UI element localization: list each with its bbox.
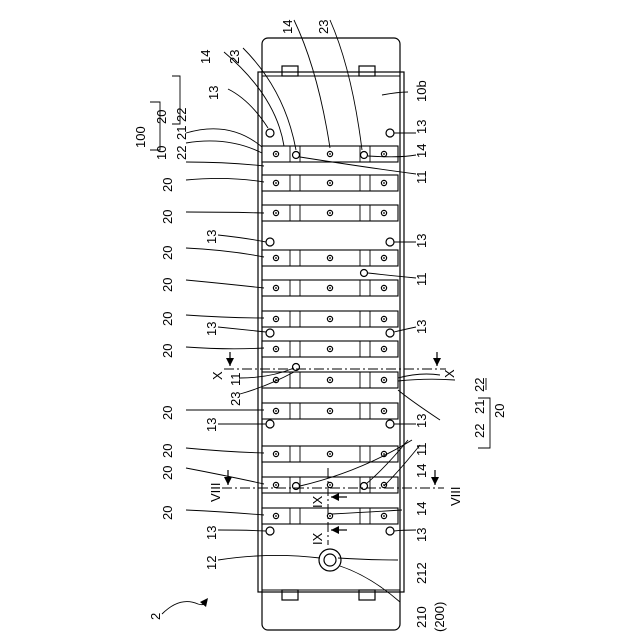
label-20-b: 20 — [160, 210, 175, 224]
label-13-right-d: 13 — [414, 414, 429, 428]
label-10: 10 — [154, 146, 169, 160]
connector — [319, 549, 341, 571]
battery-module-8 — [262, 372, 398, 388]
label-20-j: 20 — [160, 506, 175, 520]
label-12: 12 — [204, 556, 219, 570]
battery-module-12 — [262, 508, 398, 524]
label-13-right-b: 13 — [414, 234, 429, 248]
label-20-g: 20 — [160, 406, 175, 420]
label-X-right: X — [442, 369, 457, 378]
label-13-left-b: 13 — [204, 322, 219, 336]
battery-module-7 — [262, 341, 398, 357]
label-IX-bottom: IX — [310, 532, 325, 545]
label-13-left-a: 13 — [204, 230, 219, 244]
label-20-i: 20 — [160, 466, 175, 480]
battery-modules — [262, 146, 398, 524]
label-13-left-d: 13 — [204, 526, 219, 540]
battery-module-6 — [262, 311, 398, 327]
battery-module-3 — [262, 205, 398, 221]
label-14-top-a: 14 — [198, 50, 213, 64]
label-20-right: 20 — [492, 404, 507, 418]
label-11-right-b: 11 — [414, 273, 429, 287]
label-13-right-c: 13 — [414, 320, 429, 334]
label-VIII-left: VIII — [208, 482, 223, 502]
label-20-h: 20 — [160, 444, 175, 458]
label-13-right-a: 13 — [414, 120, 429, 134]
label-IX-top: IX — [310, 495, 325, 508]
battery-module-11 — [262, 477, 398, 493]
label-2: 2 — [148, 613, 163, 620]
label-14-right-c: 14 — [414, 502, 429, 516]
label-100: 100 — [133, 126, 148, 148]
label-22-right-a: 22 — [472, 378, 487, 392]
battery-tray — [258, 38, 404, 630]
battery-module-10 — [262, 446, 398, 462]
label-22-lower: 22 — [174, 146, 189, 160]
label-212: 212 — [414, 562, 429, 584]
label-21-right: 21 — [472, 400, 487, 414]
label-20-bracket: 20 — [154, 110, 169, 124]
battery-module-5 — [262, 280, 398, 296]
label-VIII-right: VIII — [448, 486, 463, 506]
label-20-e: 20 — [160, 312, 175, 326]
label-11-left: 11 — [228, 373, 243, 387]
label-X-left: X — [210, 371, 225, 380]
label-14-top-b: 14 — [280, 20, 295, 34]
label-11-right-a: 11 — [414, 171, 429, 185]
label-210: 210 — [414, 606, 429, 628]
label-22-upper: 22 — [174, 108, 189, 122]
label-21-upper: 21 — [174, 126, 189, 140]
label-13-right-e: 13 — [414, 528, 429, 542]
label-13-upper-left: 13 — [206, 86, 221, 100]
battery-module-1 — [262, 146, 398, 162]
label-14-right-b: 14 — [414, 464, 429, 478]
label-20-d: 20 — [160, 278, 175, 292]
label-20-a: 20 — [160, 178, 175, 192]
label-11-right-c: 11 — [414, 443, 429, 457]
label-23-left: 23 — [228, 392, 243, 406]
label-200: (200) — [432, 602, 447, 632]
label-10b: 10b — [414, 80, 429, 102]
figure-arrow — [162, 598, 208, 614]
label-13-left-c: 13 — [204, 418, 219, 432]
battery-module-2 — [262, 175, 398, 191]
label-23-top-b: 23 — [316, 20, 331, 34]
label-20-c: 20 — [160, 246, 175, 260]
battery-module-9 — [262, 403, 398, 419]
battery-module-4 — [262, 250, 398, 266]
label-23-top-a: 23 — [227, 50, 242, 64]
label-14-right: 14 — [414, 144, 429, 158]
label-22-right-b: 22 — [472, 424, 487, 438]
label-20-f: 20 — [160, 344, 175, 358]
